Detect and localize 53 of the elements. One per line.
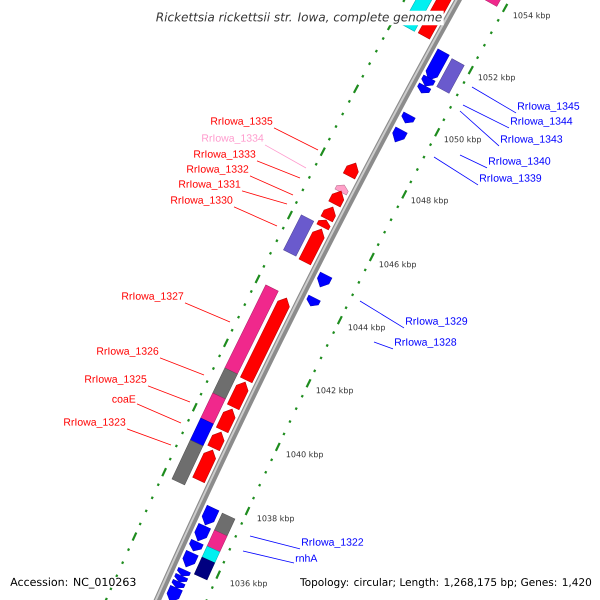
gene-label: RrIowa_1334: [202, 134, 264, 144]
tick-label: 1044 kbp: [347, 324, 386, 332]
gene-label: RrIowa_1327: [122, 292, 184, 302]
tick-label: 1036 kbp: [229, 580, 268, 588]
leader-line: [250, 176, 294, 196]
leader-line: [148, 386, 190, 402]
tick-label: 1038 kbp: [256, 514, 296, 524]
leader-line: [360, 300, 404, 328]
gene-label: RrIowa_1333: [194, 150, 256, 160]
tick-label: 1046 kbp: [378, 260, 418, 270]
leader-line: [460, 110, 500, 146]
gene-label: RrIowa_1326: [97, 347, 158, 357]
gene-label: RrIowa_1332: [187, 165, 248, 175]
tick-label: 1048 kbp: [410, 196, 450, 206]
gene-label: coaE: [112, 395, 136, 403]
gene-label: RrIowa_1322: [302, 538, 364, 548]
gene-label: RrIowa_1323: [64, 418, 126, 428]
leader-line: [136, 403, 182, 424]
gene-label: RrIowa_1330: [171, 196, 232, 206]
leader-line: [462, 104, 510, 128]
gene-label: RrIowa_1331: [179, 180, 240, 190]
leader-line: [184, 302, 230, 322]
genome-info-text: Topology: circular; Length: 1,268,175 bp; Genes: 1,420: [300, 578, 592, 588]
gene-label: RrIowa_1345: [518, 102, 580, 112]
leader-line: [242, 550, 294, 564]
title: Rickettsia rickettsii str. Iowa, complete genome: [154, 10, 444, 26]
leader-line: [242, 190, 288, 204]
gene-label: RrIowa_1343: [501, 135, 562, 145]
gene-label: rnhA: [296, 554, 318, 562]
gene-label: RrIowa_1329: [406, 317, 468, 327]
gene-label: RrIowa_1328: [395, 338, 456, 348]
leader-line: [234, 206, 278, 226]
leader-line: [160, 358, 204, 376]
tick-label: 1054 kbp: [512, 12, 552, 20]
accession-text: Accession: NC_010263: [10, 578, 136, 588]
leader-line: [460, 154, 488, 168]
leader-line: [434, 156, 478, 186]
leader-line: [472, 86, 516, 114]
leader-line: [374, 342, 394, 350]
gene-label: RrIowa_1325: [85, 375, 146, 385]
leader-line: [126, 428, 172, 446]
tick-label: 1052 kbp: [477, 74, 516, 82]
tick-label: 1040 kbp: [285, 450, 324, 460]
leader-line: [274, 128, 318, 150]
tick-label: 1042 kbp: [315, 386, 354, 396]
leader-line: [264, 144, 306, 168]
gene-label: RrIowa_1335: [211, 117, 272, 127]
gene-label: RrIowa_1344: [511, 117, 572, 127]
gene-label: RrIowa_1340: [489, 157, 550, 167]
leader-line: [256, 160, 300, 178]
tick-label: 1050 kbp: [443, 136, 482, 144]
leader-line: [250, 536, 300, 550]
gene-label: RrIowa_1339: [480, 174, 542, 184]
